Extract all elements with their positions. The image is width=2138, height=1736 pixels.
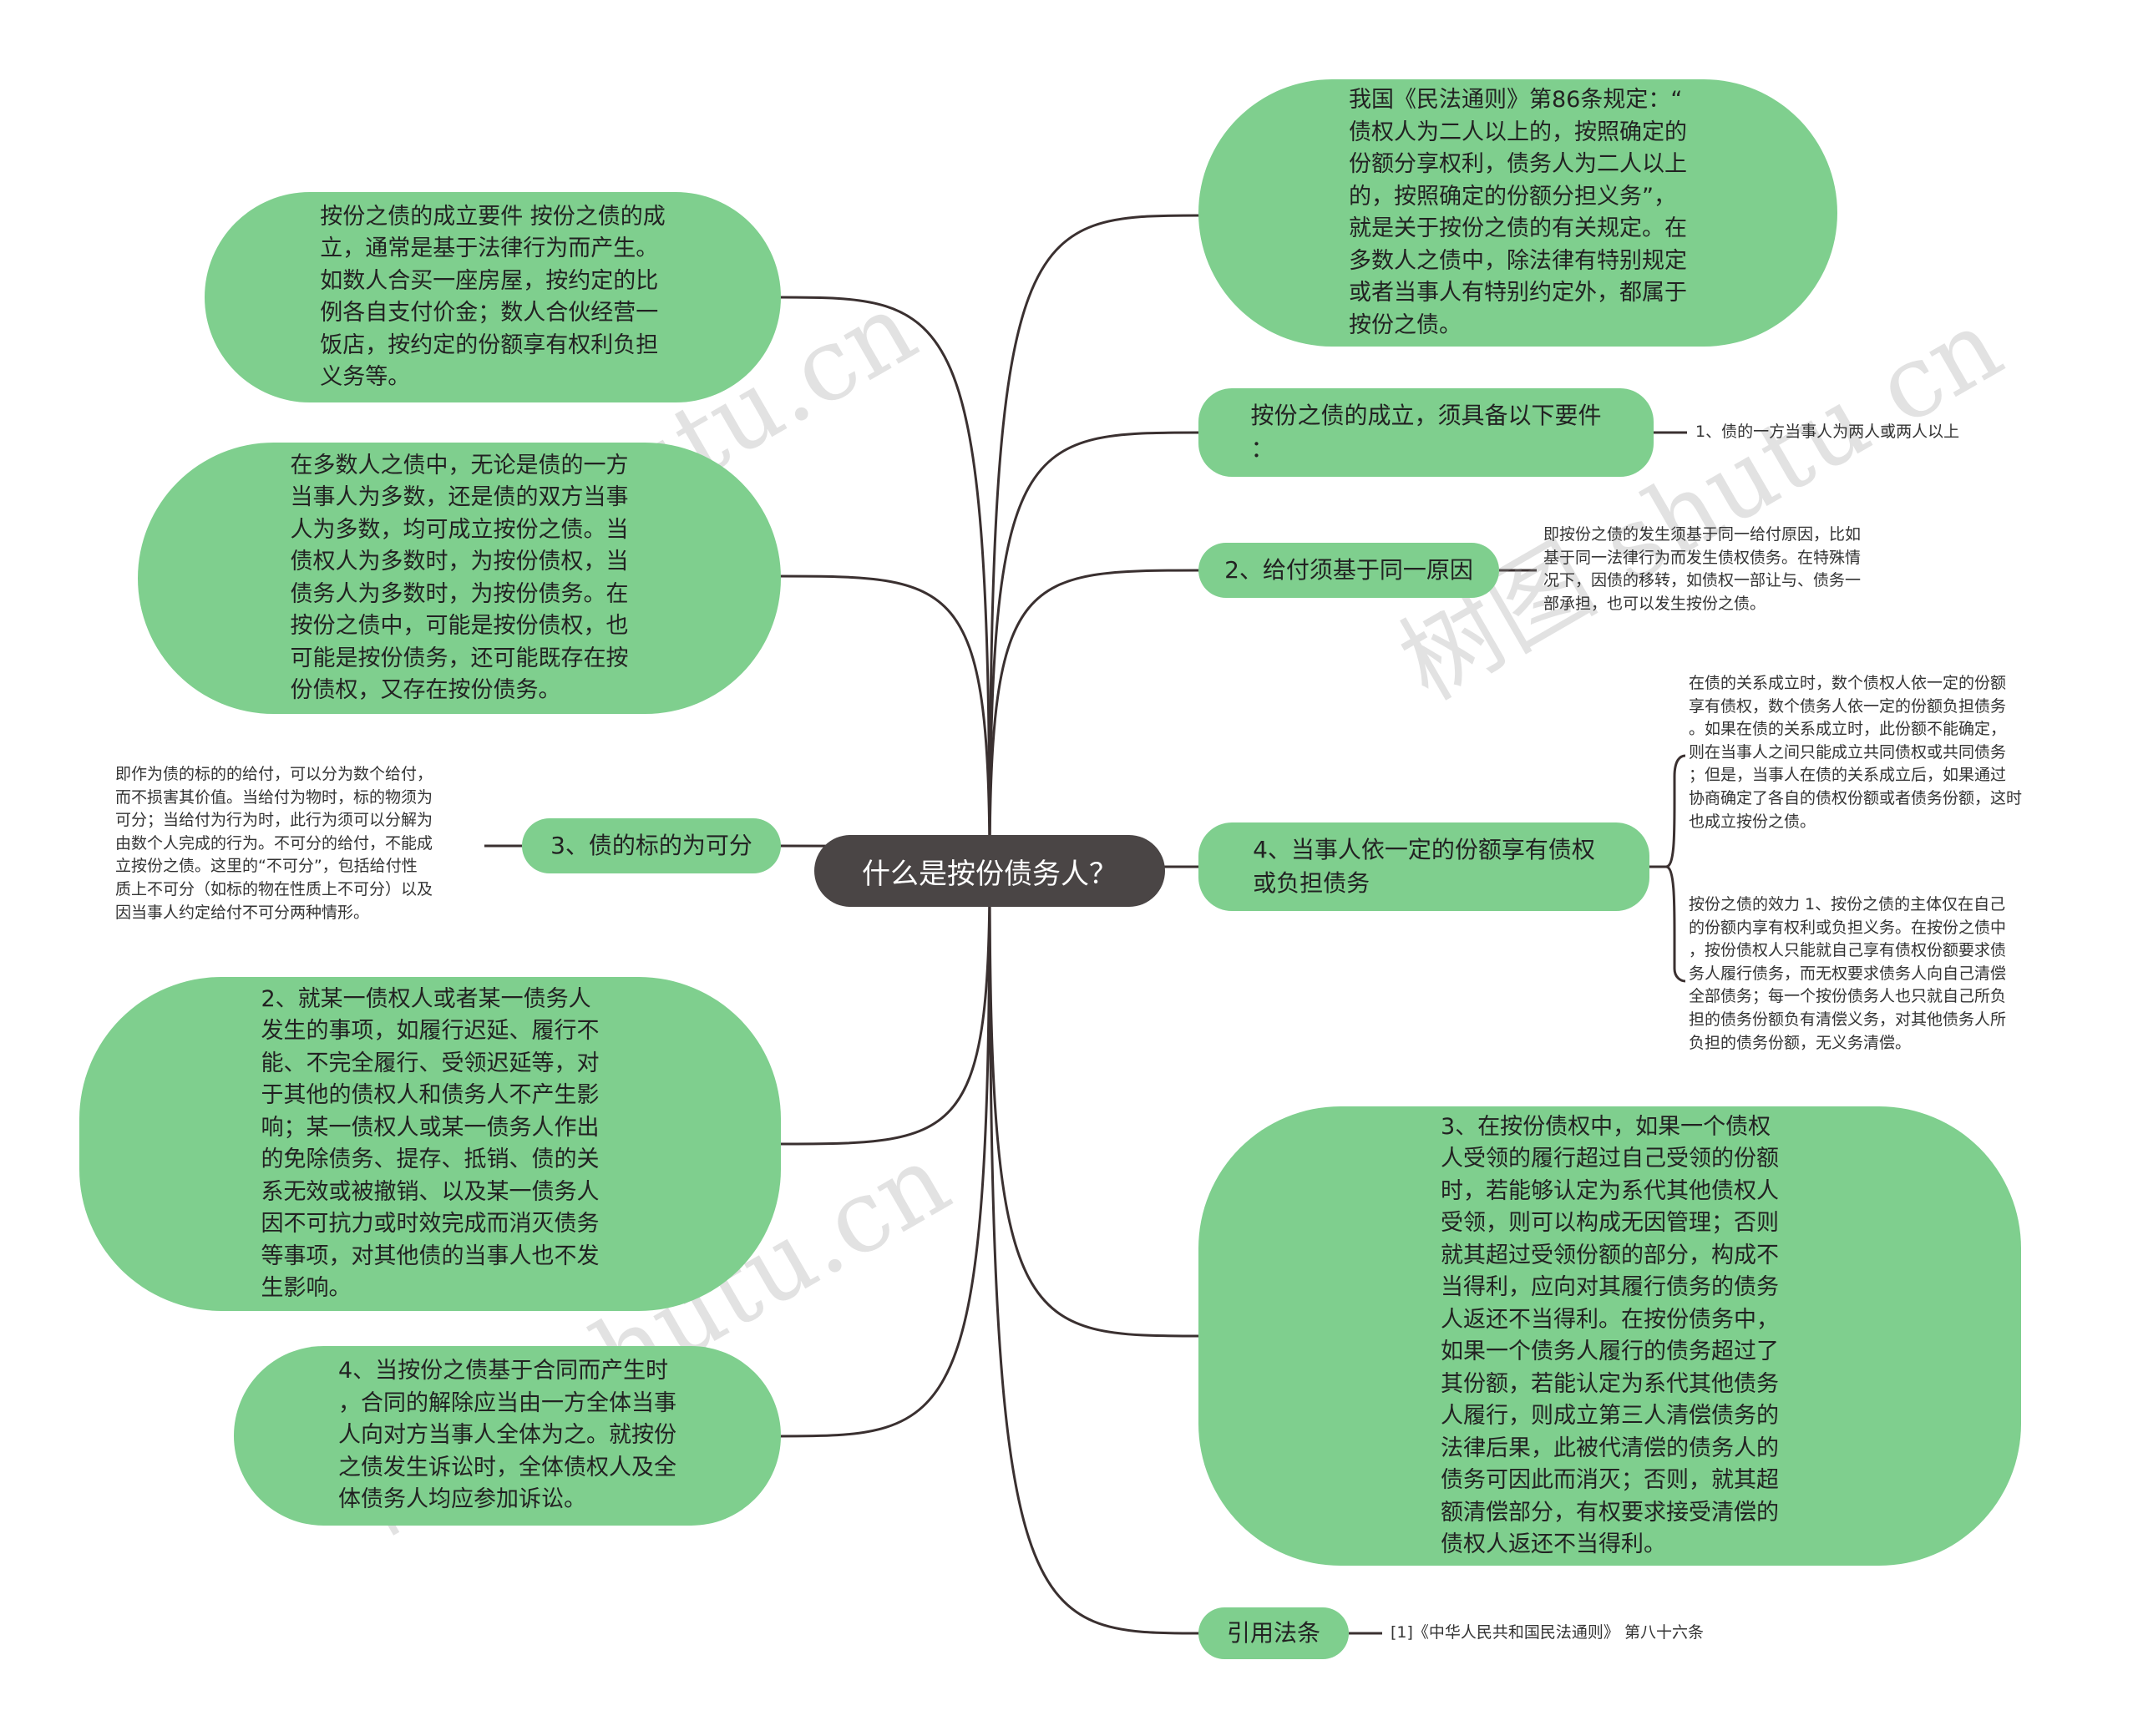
node-requirements[interactable]: 按份之债的成立，须具备以下要件 ： xyxy=(1198,388,1654,477)
connector-left-4 xyxy=(776,870,991,1438)
node-text: 在多数人之债中，无论是债的一方 当事人为多数，还是债的双方当事 人为多数，均可成… xyxy=(290,452,629,704)
leaf-cited-law: [1]《中华人民共和国民法通则》 第八十六条 xyxy=(1391,1623,1704,1642)
node-text: 按份之债的成立，须具备以下要件 ： xyxy=(1250,402,1602,463)
node-text: 3、债的标的为可分 xyxy=(550,832,752,859)
leaf-divisible-object-detail: 即作为债的标的的给付，可以分为数个给付， 而不损害其价值。当给付为物时，标的物须… xyxy=(115,765,433,922)
node-text: 2、就某一债权人或者某一债务人 发生的事项，如履行迟延、履行不 能、不完全履行、… xyxy=(261,985,600,1302)
leaf-shares-establishment: 在债的关系成立时，数个债权人依一定的份额 享有债权，数个债务人依一定的份额负担债… xyxy=(1689,674,2023,831)
node-multiple-parties[interactable]: 在多数人之债中，无论是债的一方 当事人为多数，还是债的双方当事 人为多数，均可成… xyxy=(138,443,781,714)
node-text: 按份之债的成立要件 按份之债的成 立，通常是基于法律行为而产生。 如数人合买一座… xyxy=(320,203,666,391)
node-excess-performance[interactable]: 3、在按份债权中，如果一个债权 人受领的履行超过自己受领的份额 时，若能够认定为… xyxy=(1198,1106,2021,1566)
node-text: 我国《民法通则》第86条规定：“ 债权人为二人以上的，按照确定的 份额分享权利，… xyxy=(1349,87,1687,338)
node-independent-matters[interactable]: 2、就某一债权人或者某一债务人 发生的事项，如履行迟延、履行不 能、不完全履行、… xyxy=(79,977,781,1311)
connector-leaf-shares-1 xyxy=(1649,754,1686,868)
connector-right-5 xyxy=(988,870,1203,1635)
node-text: 2、给付须基于同一原因 xyxy=(1224,556,1473,584)
node-text: 4、当事人依一定的份额享有债权 或负担债务 xyxy=(1253,836,1595,897)
root-label: 什么是按份债务人？ xyxy=(862,857,1117,891)
node-civil-law-article-86[interactable]: 我国《民法通则》第86条规定：“ 债权人为二人以上的，按照确定的 份额分享权利，… xyxy=(1198,79,1837,347)
leaf-shares-effect: 按份之债的效力 1、按份之债的主体仅在自己 的份额内享有权利或负担义务。在按份之… xyxy=(1689,895,2007,1052)
node-text: 引用法条 xyxy=(1226,1619,1320,1647)
node-same-cause[interactable]: 2、给付须基于同一原因 xyxy=(1198,543,1499,598)
node-cited-law[interactable]: 引用法条 xyxy=(1198,1607,1349,1659)
connector-right-2 xyxy=(988,569,1203,872)
connector-right-1 xyxy=(988,431,1203,872)
leaf-two-or-more-parties: 1、债的一方当事人为两人或两人以上 xyxy=(1695,423,1960,441)
root-node[interactable]: 什么是按份债务人？ xyxy=(814,835,1165,907)
node-text: 4、当按份之债基于合同而产生时 ，合同的解除应当由一方全体当事 人向对方当事人全… xyxy=(338,1358,676,1513)
connector-leaf-shares-2 xyxy=(1665,865,1686,983)
node-text: 3、在按份债权中，如果一个债权 人受领的履行超过自己受领的份额 时，若能够认定为… xyxy=(1441,1113,1779,1558)
leaf-same-cause-detail: 即按份之债的发生须基于同一给付原因，比如 基于同一法律行为而发生债权债务。在特殊… xyxy=(1543,525,1862,613)
node-contract-rescission[interactable]: 4、当按份之债基于合同而产生时 ，合同的解除应当由一方全体当事 人向对方当事人全… xyxy=(234,1346,781,1526)
connector-left-0 xyxy=(776,296,991,872)
connector-right-0 xyxy=(988,214,1203,872)
node-shares[interactable]: 4、当事人依一定的份额享有债权 或负担债务 xyxy=(1198,822,1649,911)
connector-left-1 xyxy=(776,574,991,872)
node-formation-requirements[interactable]: 按份之债的成立要件 按份之债的成 立，通常是基于法律行为而产生。 如数人合买一座… xyxy=(205,192,781,402)
connector-right-4 xyxy=(988,870,1203,1338)
node-divisible-object[interactable]: 3、债的标的为可分 xyxy=(522,818,781,873)
connector-left-3 xyxy=(776,870,991,1146)
